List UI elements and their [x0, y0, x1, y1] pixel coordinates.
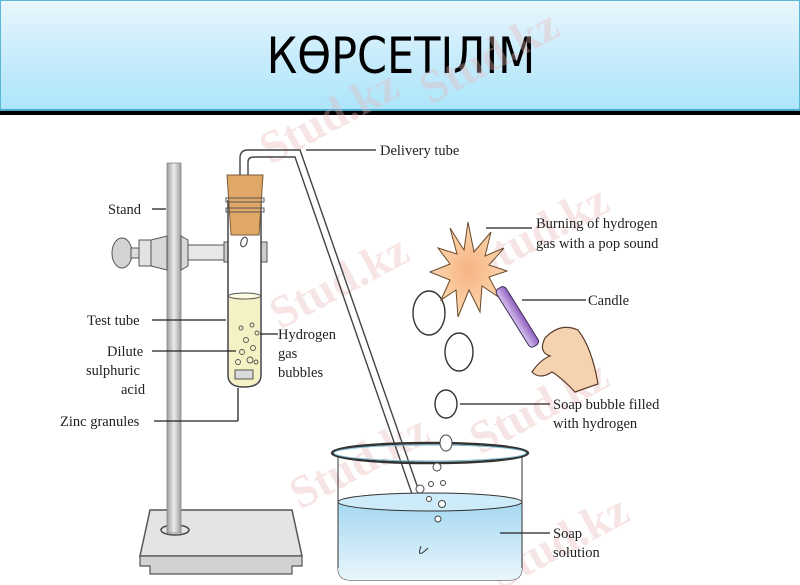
label-soap-solution: Soap — [553, 526, 582, 542]
explosion-burst — [428, 221, 509, 318]
candle — [495, 286, 540, 348]
label-soap-bubble: Soap bubble filled — [553, 397, 660, 413]
diagram-labels: Stand Delivery tube Test tube Dilute sul… — [60, 143, 660, 561]
label-zinc-granules: Zinc granules — [60, 414, 140, 430]
label-delivery-tube: Delivery tube — [380, 143, 459, 159]
label-burning: Burning of hydrogen — [536, 216, 658, 232]
label-test-tube: Test tube — [87, 313, 140, 329]
svg-text:acid: acid — [121, 382, 146, 398]
slide-title: КӨРСЕТІЛІМ — [266, 27, 536, 85]
stand-pole — [166, 162, 182, 534]
soap-bubbles — [412, 290, 474, 419]
svg-text:bubbles: bubbles — [278, 365, 323, 381]
svg-text:sulphuric: sulphuric — [86, 363, 140, 379]
svg-text:gas: gas — [278, 346, 298, 362]
svg-text:solution: solution — [553, 545, 600, 561]
stand-base — [139, 509, 303, 575]
test-tube — [227, 200, 262, 388]
hand — [531, 326, 599, 393]
slide-header: КӨРСЕТІЛІМ — [0, 0, 800, 111]
header-divider — [0, 111, 800, 115]
leader-lines — [152, 149, 586, 534]
label-hydrogen-bubbles: Hydrogen — [278, 327, 337, 343]
cork — [225, 174, 265, 248]
label-dilute-acid: Dilute — [107, 344, 143, 360]
label-candle: Candle — [588, 293, 629, 309]
svg-text:gas with a pop sound: gas with a pop sound — [536, 236, 659, 252]
svg-text:Stud.kz: Stud.kz — [411, 0, 567, 114]
beaker — [330, 434, 530, 581]
clamp — [111, 235, 268, 271]
svg-text:with hydrogen: with hydrogen — [553, 416, 638, 432]
label-stand: Stand — [108, 202, 142, 218]
